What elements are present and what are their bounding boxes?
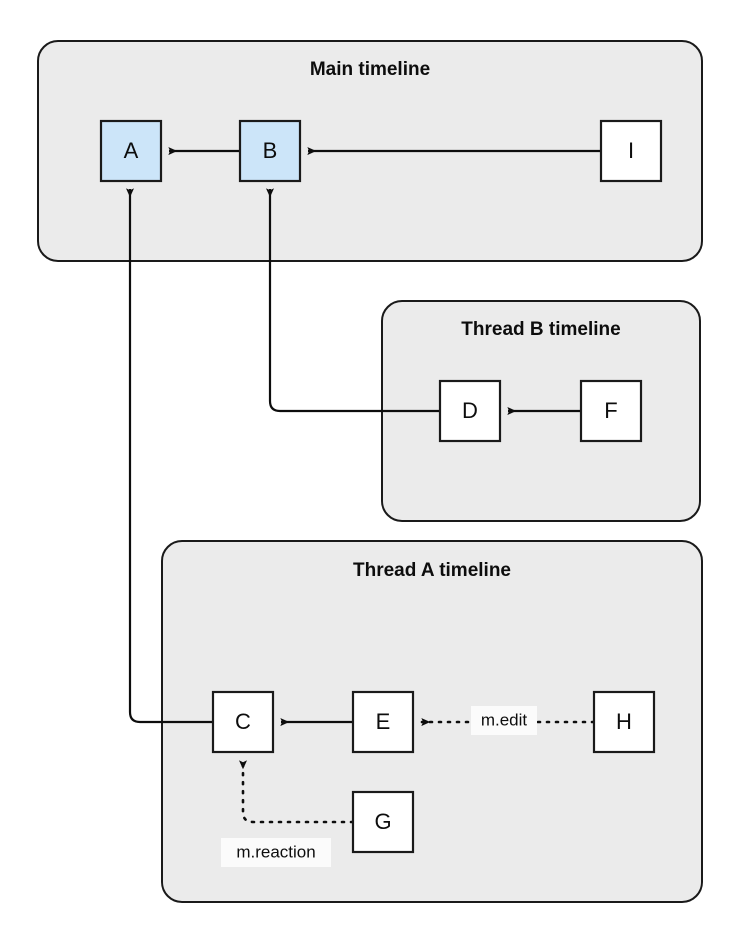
node-G[interactable]: G xyxy=(351,790,415,854)
edge-label-m-edit-text: m.edit xyxy=(481,710,528,729)
node-A[interactable]: A xyxy=(99,119,163,183)
node-C-label: C xyxy=(235,709,251,734)
node-H-label: H xyxy=(616,709,632,734)
group-main-timeline-title: Main timeline xyxy=(310,59,430,80)
edge-label-m-reaction-bg xyxy=(221,838,331,867)
node-E-rect[interactable] xyxy=(351,690,415,754)
edge-G-to-C xyxy=(238,759,355,824)
node-D-rect[interactable] xyxy=(438,379,502,443)
edge-D-to-B xyxy=(265,188,440,413)
node-D-label: D xyxy=(462,398,478,423)
node-F-label: F xyxy=(604,398,617,423)
node-G-rect[interactable] xyxy=(351,790,415,854)
node-D[interactable]: D xyxy=(438,379,502,443)
group-thread-b-timeline-title: Thread B timeline xyxy=(461,319,620,340)
node-I-rect[interactable] xyxy=(599,119,663,183)
node-E[interactable]: E xyxy=(351,690,415,754)
node-G-label: G xyxy=(374,809,391,834)
group-containers: Main timeline Thread B timeline Thread A… xyxy=(37,40,703,903)
node-B-label: B xyxy=(263,138,278,163)
node-I[interactable]: I xyxy=(599,119,663,183)
edge-label-m-edit: m.edit xyxy=(471,706,537,735)
edge-labels-layer: m.edit m.reaction xyxy=(221,706,537,867)
node-C-rect[interactable] xyxy=(211,690,275,754)
edge-label-m-edit-bg xyxy=(471,706,537,735)
node-F-rect[interactable] xyxy=(579,379,643,443)
node-I-label: I xyxy=(628,138,634,163)
edge-C-to-A xyxy=(125,188,213,724)
node-A-label: A xyxy=(124,138,139,163)
edge-label-m-reaction: m.reaction xyxy=(221,838,331,867)
edges-layer xyxy=(125,146,601,824)
node-B[interactable]: B xyxy=(238,119,302,183)
node-C[interactable]: C xyxy=(211,690,275,754)
node-F[interactable]: F xyxy=(579,379,643,443)
node-B-rect[interactable] xyxy=(238,119,302,183)
group-thread-a-timeline-title: Thread A timeline xyxy=(353,560,511,581)
node-H-rect[interactable] xyxy=(592,690,656,754)
nodes-layer: A B I D F C xyxy=(99,119,663,854)
node-A-rect[interactable] xyxy=(99,119,163,183)
node-H[interactable]: H xyxy=(592,690,656,754)
edge-label-m-reaction-text: m.reaction xyxy=(236,842,315,861)
node-E-label: E xyxy=(376,709,391,734)
